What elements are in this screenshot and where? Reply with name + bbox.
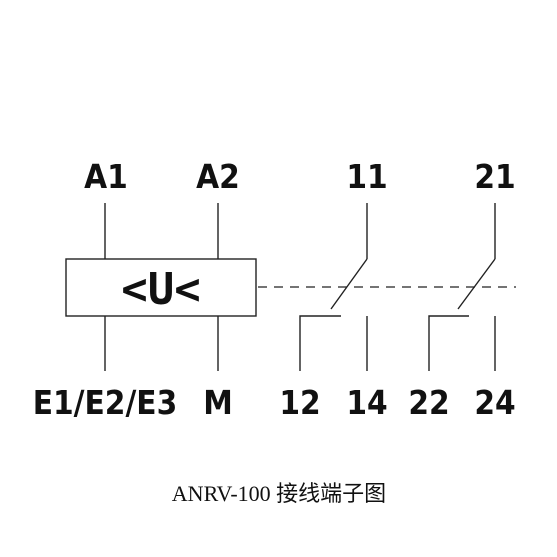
terminal-24-label: 24 xyxy=(474,383,515,422)
relay-coil-box xyxy=(65,258,257,317)
contact-21-switch-blade xyxy=(457,258,496,310)
terminal-m-label: M xyxy=(203,383,233,422)
terminal-14-label: 14 xyxy=(346,383,387,422)
relay-box-label: <U< xyxy=(121,264,200,315)
terminal-22-label: 22 xyxy=(408,383,449,422)
terminal-21-label: 21 xyxy=(474,157,515,196)
contact-11-switch-blade xyxy=(330,258,368,310)
terminal-11-label: 11 xyxy=(346,157,387,196)
terminal-a2-label: A2 xyxy=(196,157,240,196)
contact-12-lead xyxy=(299,315,341,371)
terminal-a1-label: A1 xyxy=(84,157,128,196)
terminal-e123-label: E1/E2/E3 xyxy=(33,383,178,422)
diagram-caption: ANRV-100 接线端子图 xyxy=(172,481,386,506)
contact-22-lead xyxy=(428,315,469,371)
terminal-12-label: 12 xyxy=(279,383,320,422)
